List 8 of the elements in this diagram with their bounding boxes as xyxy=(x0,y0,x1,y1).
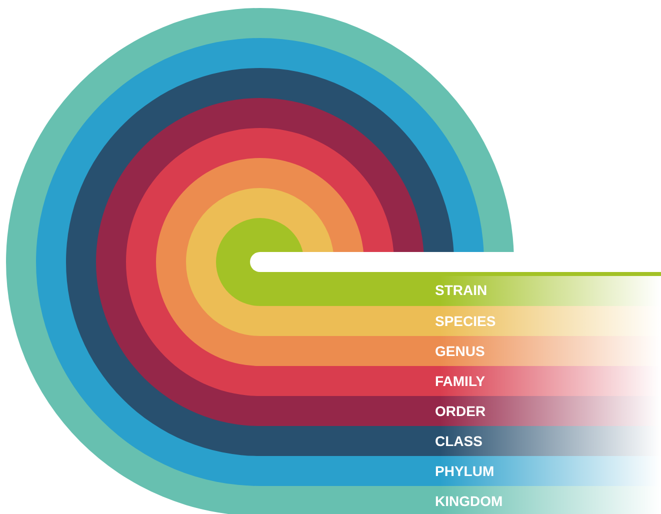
band-label: CLASS xyxy=(435,432,482,451)
band-label: KINGDOM xyxy=(435,492,503,511)
band-label: GENUS xyxy=(435,342,485,361)
band-label: ORDER xyxy=(435,402,486,421)
band-label: PHYLUM xyxy=(435,462,494,481)
band-label: FAMILY xyxy=(435,372,486,391)
band-label: STRAIN xyxy=(435,281,488,300)
band-label: SPECIES xyxy=(435,312,496,331)
